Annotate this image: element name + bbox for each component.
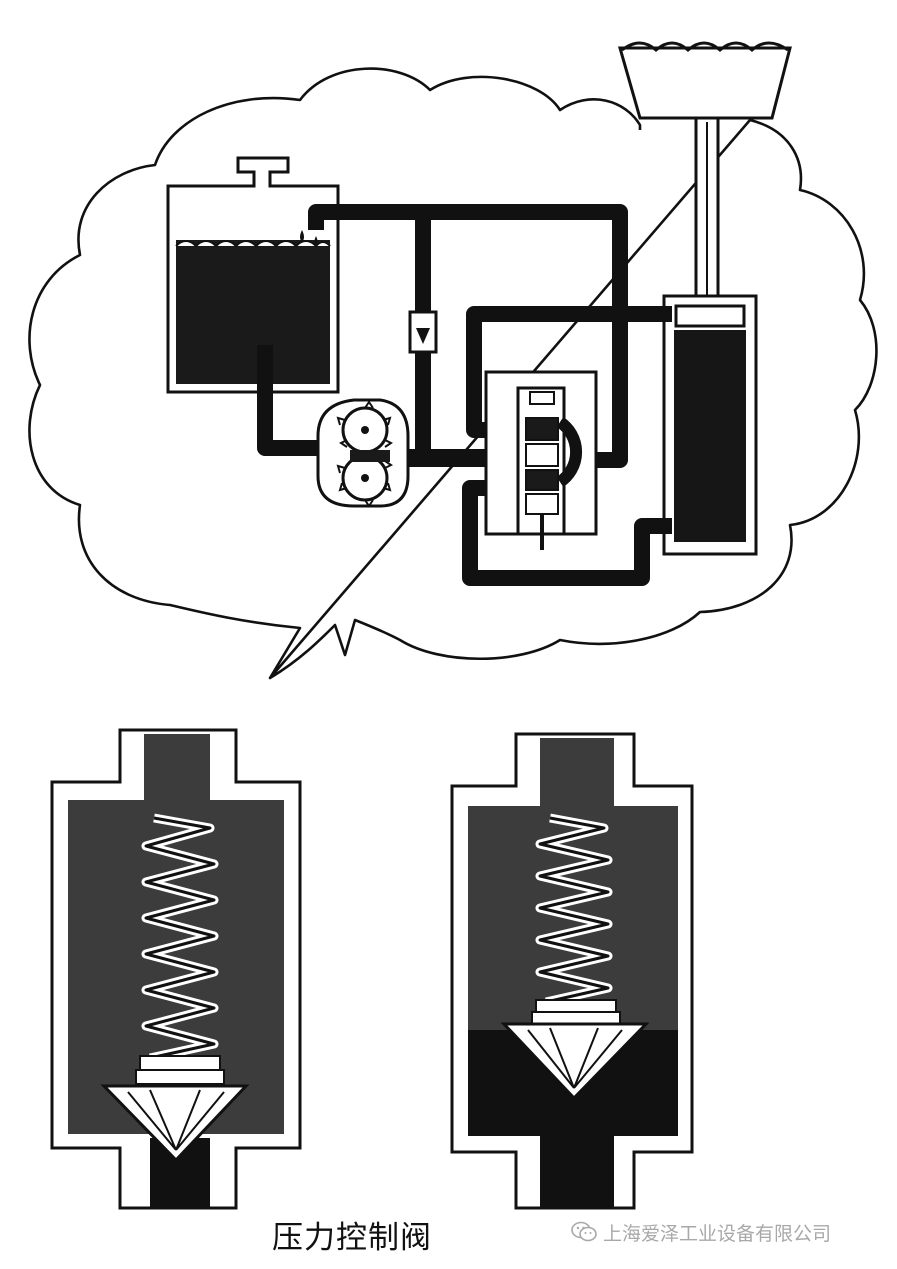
watermark-text: 上海爱泽工业设备有限公司 <box>603 1222 832 1245</box>
diagram-caption: 压力控制阀 <box>272 1220 432 1256</box>
control-valve-block <box>484 370 598 550</box>
hydraulic-cylinder <box>662 294 758 556</box>
reservoir-tank <box>166 156 340 394</box>
wechat-icon <box>571 1221 597 1242</box>
watermark: 上海爱泽工业设备有限公司 <box>571 1219 831 1245</box>
gear-pump <box>316 398 410 508</box>
check-valve <box>408 310 438 354</box>
poppet-left <box>100 1055 250 1163</box>
poppet-right <box>500 999 650 1101</box>
thought-cloud <box>28 67 878 680</box>
relief-valve-right <box>450 732 694 1210</box>
work-cup <box>618 41 792 300</box>
relief-valve-left <box>50 728 302 1210</box>
